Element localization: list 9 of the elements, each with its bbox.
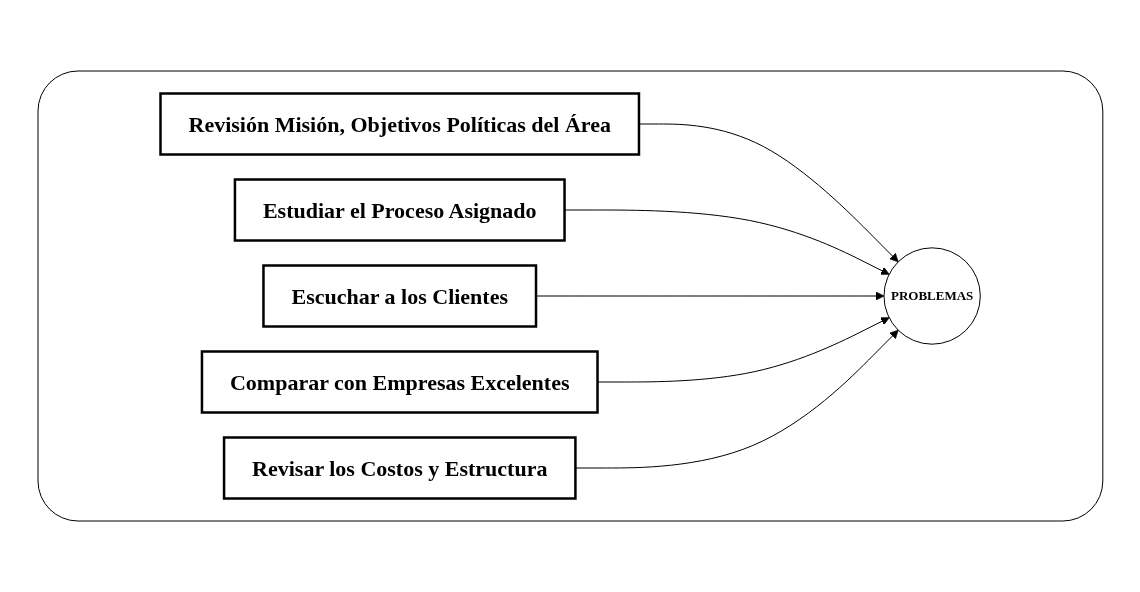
node-box: Escuchar a los Clientes — [261, 264, 537, 328]
node-box: Revisar los Costos y Estructura — [222, 436, 577, 500]
arrow — [535, 291, 884, 301]
node-box: Estudiar el Proceso Asignado — [233, 178, 566, 242]
node-box: Comparar con Empresas Excelentes — [200, 350, 599, 414]
node-circle: PROBLEMAS — [883, 247, 981, 345]
arrow — [638, 123, 899, 263]
node-box: Revisión Misión, Objetivos Políticas del Área — [158, 92, 640, 156]
cluster — [37, 70, 1103, 522]
